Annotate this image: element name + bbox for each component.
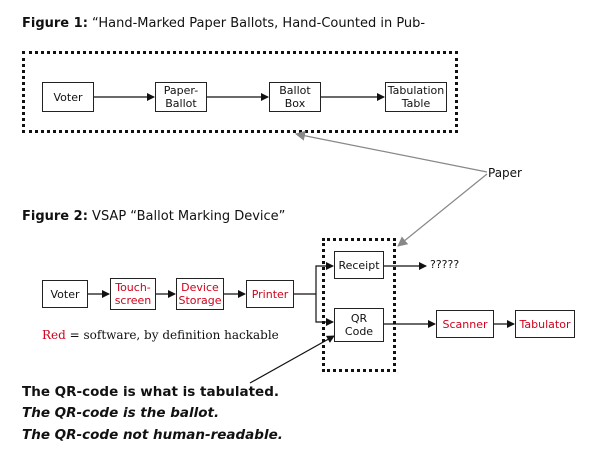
paper-label: Paper <box>488 166 522 180</box>
legend-red-word: Red <box>42 328 66 342</box>
f2-branch-receipt <box>315 262 334 294</box>
figure2-label: Figure 2: <box>22 209 88 224</box>
f1-paper-ballot-box: Paper- Ballot <box>155 82 207 112</box>
f2-tabulator-box: Tabulator <box>515 310 575 338</box>
f2-voter-box: Voter <box>42 280 88 308</box>
figure1-container <box>22 51 458 133</box>
f2-receipt-box: Receipt <box>334 251 384 279</box>
note-arrow-to-qr <box>249 335 335 384</box>
figure2-container <box>322 238 396 372</box>
note-not-readable: The QR-code not human-readable. <box>22 427 283 443</box>
note-tabulated: The QR-code is what is tabulated. <box>22 384 279 400</box>
f2-branch-qr <box>315 294 334 326</box>
f2-scanner-box: Scanner <box>436 310 494 338</box>
figure1-caption: “Hand-Marked Paper Ballots, Hand-Counted… <box>92 16 426 31</box>
f2-printer-box: Printer <box>246 280 294 308</box>
legend: Red = software, by definition hackable <box>42 328 279 342</box>
f1-ballot-box: Ballot Box <box>269 82 321 112</box>
f1-tabulation-table-box: Tabulation Table <box>385 82 447 112</box>
f2-device-storage-box: Device Storage <box>176 278 224 310</box>
figure2-title: Figure 2: VSAP “Ballot Marking Device” <box>22 209 285 224</box>
f2-qr-code-box: QR Code <box>334 308 384 342</box>
figure2-caption: VSAP “Ballot Marking Device” <box>92 209 286 224</box>
figure1-label: Figure 1: <box>22 16 88 31</box>
paper-arrow-to-fig2 <box>397 173 488 247</box>
figure1-title: Figure 1: “Hand-Marked Paper Ballots, Ha… <box>22 16 425 31</box>
question-marks: ????? <box>430 258 460 271</box>
f2-touchscreen-box: Touch- screen <box>110 278 156 310</box>
paper-arrow-to-fig1 <box>295 130 488 173</box>
note-is-ballot: The QR-code is the ballot. <box>22 405 220 421</box>
f1-voter-box: Voter <box>42 82 94 112</box>
legend-text: = software, by definition hackable <box>65 328 279 342</box>
